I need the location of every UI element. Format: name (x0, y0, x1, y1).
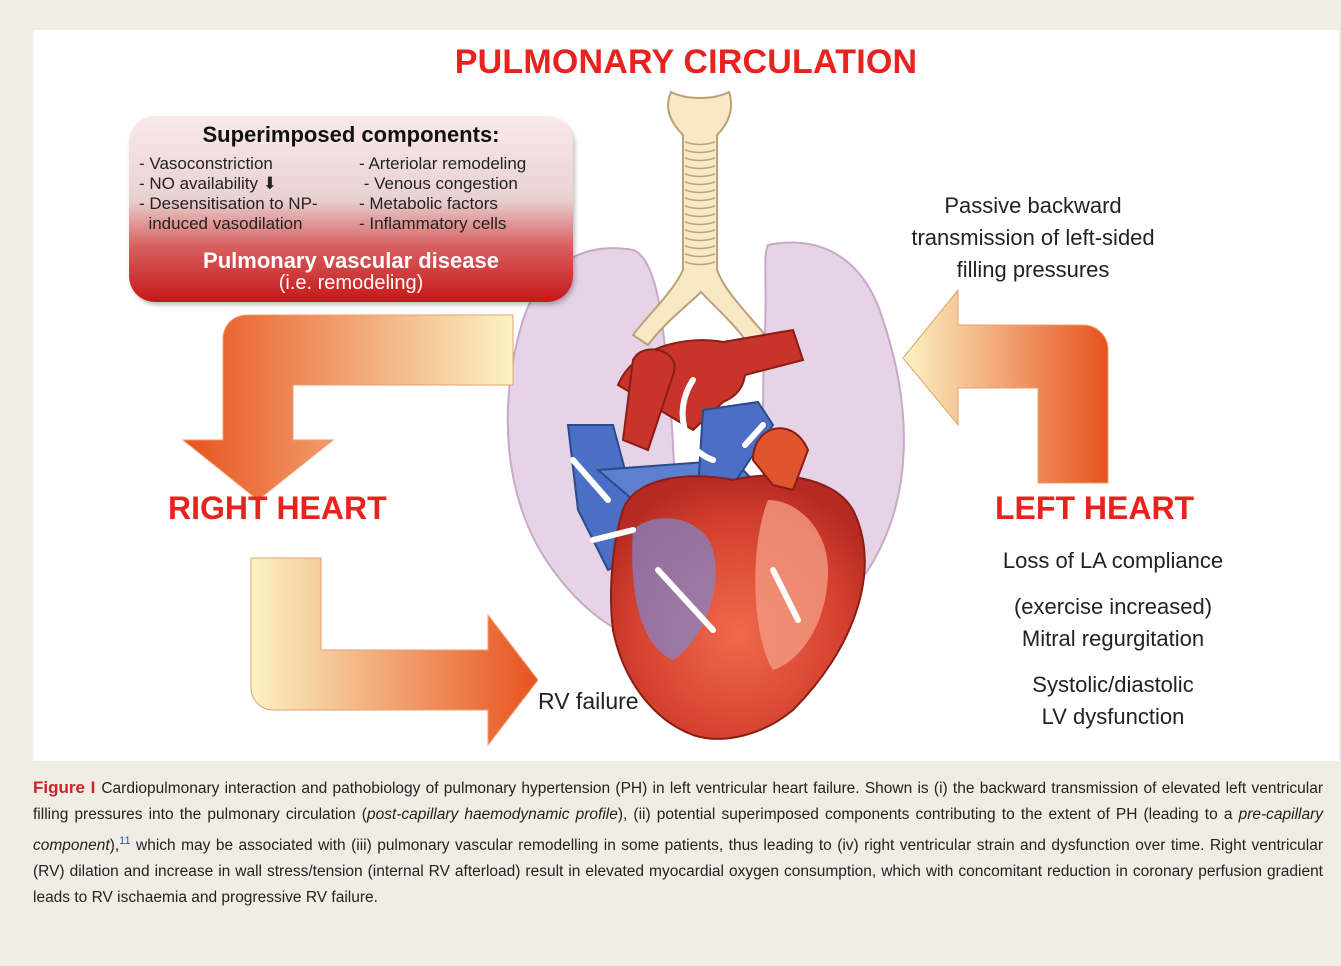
superimposed-components-box: Superimposed components: - Vasoconstrict… (129, 116, 573, 302)
components-right-list: - Arteriolar remodeling - Venous congest… (359, 154, 526, 234)
left-heart-item: Loss of LA compliance (933, 545, 1293, 577)
superimposed-heading: Superimposed components: (129, 122, 573, 148)
component-item: - Vasoconstriction (139, 154, 318, 174)
caption-text: which may be associated with (iii) pulmo… (33, 837, 1323, 906)
component-item: - Arteriolar remodeling (359, 154, 526, 174)
diagram-title: PULMONARY CIRCULATION (33, 43, 1339, 82)
passive-line: transmission of left-sided (853, 222, 1213, 254)
component-item: - Desensitisation to NP- (139, 194, 318, 214)
caption-italic: post-capillary haemodynamic profile (367, 806, 618, 823)
caption-text: ), (110, 837, 119, 854)
components-left-list: - Vasoconstriction - NO availability ⬇ -… (139, 154, 318, 234)
left-heart-item: Mitral regurgitation (933, 623, 1293, 655)
passive-line: Passive backward (853, 190, 1213, 222)
pvd-title: Pulmonary vascular disease (129, 248, 573, 274)
component-item: - Metabolic factors (359, 194, 526, 214)
left-heart-items: Loss of LA compliance (exercise increase… (933, 545, 1293, 733)
arrow-to-right-heart (183, 315, 513, 500)
figure-label: Figure I (33, 778, 95, 797)
left-heart-item: (exercise increased) (933, 591, 1293, 623)
left-heart-item: LV dysfunction (933, 701, 1293, 733)
right-heart-label: RIGHT HEART (168, 490, 387, 527)
passive-transmission-text: Passive backward transmission of left-si… (853, 190, 1213, 286)
rv-failure-label: RV failure (538, 685, 639, 717)
component-item: - NO availability ⬇ (139, 174, 318, 194)
left-heart-label: LEFT HEART (995, 490, 1194, 527)
arrow-to-rv-failure (251, 558, 538, 745)
pvd-subtitle: (i.e. remodeling) (129, 272, 573, 295)
citation-link[interactable]: 11 (119, 835, 130, 847)
component-item: - Venous congestion (359, 174, 526, 194)
left-heart-item: Systolic/diastolic (933, 669, 1293, 701)
component-item: induced vasodilation (139, 214, 318, 234)
caption-text: ), (ii) potential superimposed component… (618, 806, 1239, 823)
arrow-from-left-heart (903, 290, 1108, 483)
passive-line: filling pressures (853, 254, 1213, 286)
figure-panel: PULMONARY CIRCULATION Superimposed compo… (33, 30, 1339, 761)
component-item: - Inflammatory cells (359, 214, 526, 234)
